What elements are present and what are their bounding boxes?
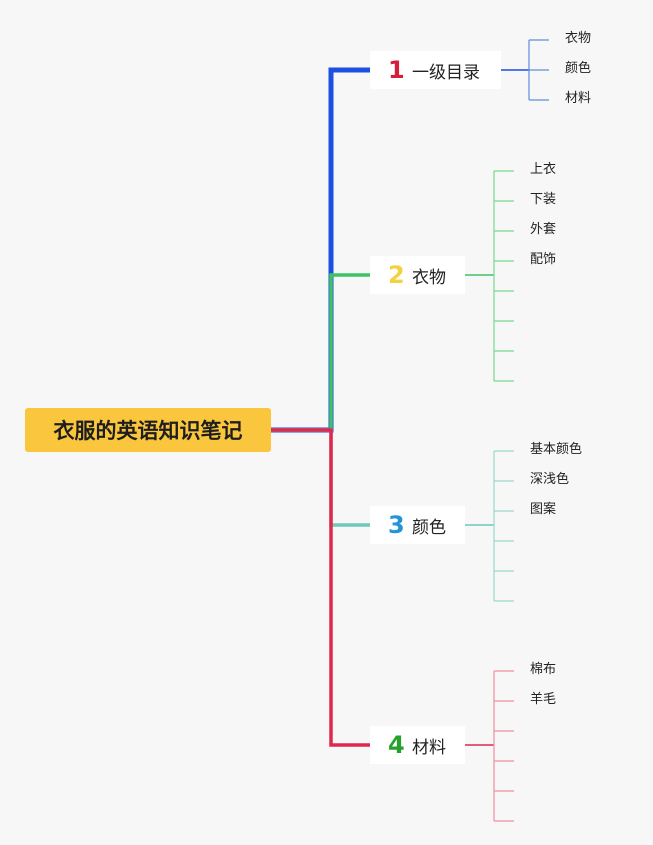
leaf-node[interactable]: 上衣 xyxy=(530,162,557,177)
leaf-node[interactable]: 深浅色 xyxy=(530,472,570,487)
topic-number-2: 2 xyxy=(388,261,405,289)
topic-label-2: 衣物 xyxy=(412,267,446,288)
topic-label-1: 一级目录 xyxy=(412,62,480,83)
leaf-node[interactable]: 外套 xyxy=(530,222,557,237)
leaf-node[interactable]: 基本颜色 xyxy=(530,442,583,457)
branch-line-1 xyxy=(271,67,370,433)
topic-number-4: 4 xyxy=(388,731,405,759)
branch-line-2 xyxy=(271,273,370,432)
topic-node-4[interactable]: 4 材料 xyxy=(370,726,465,764)
branch-line-3 xyxy=(271,428,370,527)
leaf-node[interactable]: 配饰 xyxy=(530,252,557,267)
topic-node-2[interactable]: 2 衣物 xyxy=(370,256,465,294)
topic-number-1: 1 xyxy=(388,56,405,84)
topic-node-3[interactable]: 3 颜色 xyxy=(370,506,465,544)
leaf-node[interactable]: 下装 xyxy=(530,192,557,207)
leaf-node[interactable]: 棉布 xyxy=(530,662,557,677)
leaf-node[interactable]: 衣物 xyxy=(565,31,592,46)
branch-line-4 xyxy=(271,428,370,747)
topic-number-3: 3 xyxy=(388,511,405,539)
leaf-node[interactable]: 颜色 xyxy=(565,61,592,76)
topic-label-4: 材料 xyxy=(412,737,446,758)
topic-node-1[interactable]: 1 一级目录 xyxy=(370,51,501,89)
leaf-node[interactable]: 羊毛 xyxy=(530,692,557,707)
root-title: 衣服的英语知识笔记 xyxy=(53,419,243,443)
root-node[interactable]: 衣服的英语知识笔记 xyxy=(25,408,271,452)
topic-label-3: 颜色 xyxy=(412,517,446,538)
leaf-node[interactable]: 图案 xyxy=(530,502,557,517)
leaf-node[interactable]: 材料 xyxy=(565,91,592,106)
